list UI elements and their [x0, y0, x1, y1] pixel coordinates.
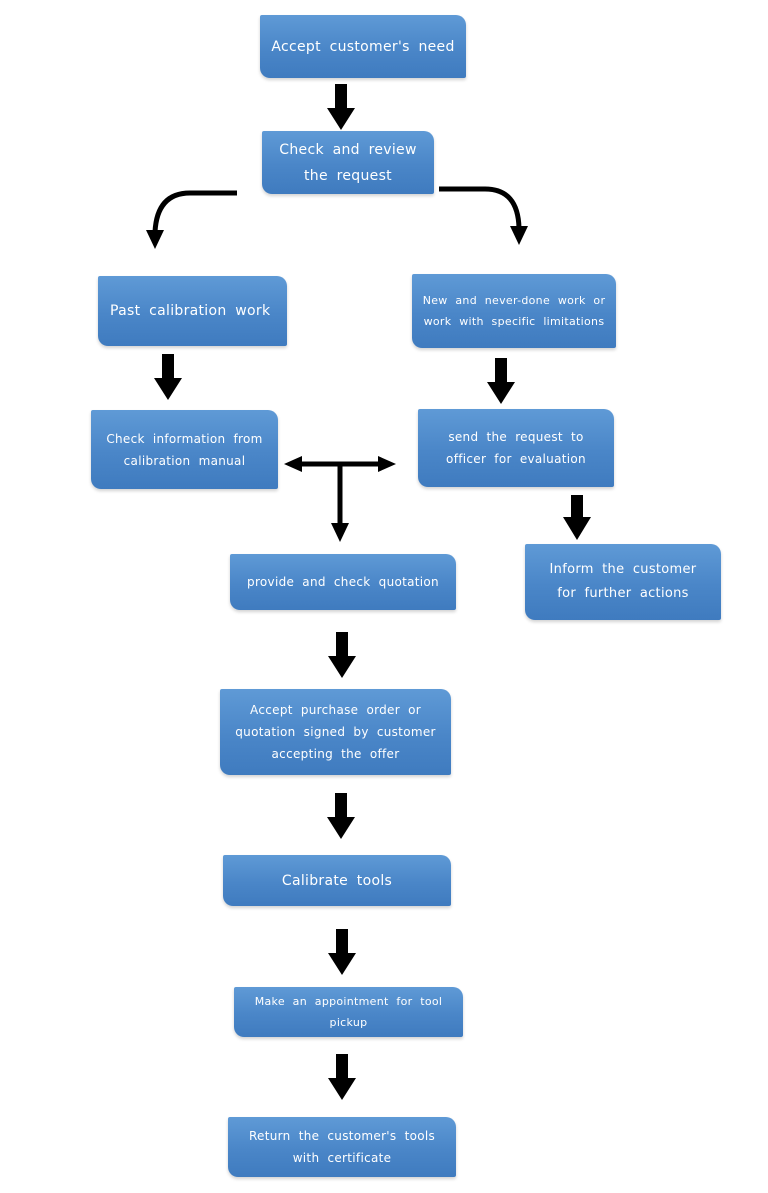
node-past-calibration-label: Past calibration work	[110, 303, 271, 319]
node-calibrate-label: Calibrate tools	[281, 872, 393, 889]
node-appointment: Make an appointment for tool pickup	[234, 987, 463, 1037]
arrow-appointment-to-return	[328, 1054, 356, 1100]
arrow-po-to-calibrate	[327, 793, 355, 839]
node-provide-quotation: provide and check quotation	[230, 554, 456, 610]
node-return-tools-label: Return the customer's tools with certifi…	[248, 1129, 436, 1165]
node-new-work: New and never-done work or work with spe…	[412, 274, 616, 348]
arrow-send-to-inform	[563, 495, 591, 540]
node-inform-customer: Inform the customer for further actions	[525, 544, 721, 620]
node-return-tools: Return the customer's tools with certifi…	[228, 1117, 456, 1177]
arrow-branch-left	[146, 190, 237, 249]
arrow-new-to-send	[487, 358, 515, 404]
node-inform-customer-label: Inform the customer for further actions	[549, 562, 697, 601]
node-check-review-label: Check and review the request	[279, 141, 417, 184]
arrow-branch-right	[439, 186, 528, 245]
node-check-manual: Check information from calibration manua…	[91, 410, 278, 489]
arrow-calibrate-to-appointment	[328, 929, 356, 975]
node-accept-need-label: Accept customer's need	[271, 38, 455, 55]
node-accept-po: Accept purchase order or quotation signe…	[220, 689, 451, 775]
node-provide-quotation-label: provide and check quotation	[247, 575, 439, 589]
node-send-request-label: send the request to officer for evaluati…	[446, 430, 586, 466]
node-accept-need: Accept customer's need	[260, 15, 466, 78]
node-past-calibration: Past calibration work	[98, 276, 287, 346]
node-appointment-label: Make an appointment for tool pickup	[254, 995, 443, 1029]
node-check-review: Check and review the request	[262, 131, 434, 194]
node-calibrate: Calibrate tools	[223, 855, 451, 906]
arrow-quotation-to-po	[328, 632, 356, 678]
arrow-t-junction	[284, 456, 396, 542]
node-accept-po-label: Accept purchase order or quotation signe…	[235, 703, 436, 761]
node-check-manual-label: Check information from calibration manua…	[106, 431, 263, 468]
arrow-accept-to-check	[327, 84, 355, 130]
node-send-request: send the request to officer for evaluati…	[418, 409, 614, 487]
node-new-work-label: New and never-done work or work with spe…	[422, 294, 606, 328]
arrow-past-to-manual	[154, 354, 182, 400]
